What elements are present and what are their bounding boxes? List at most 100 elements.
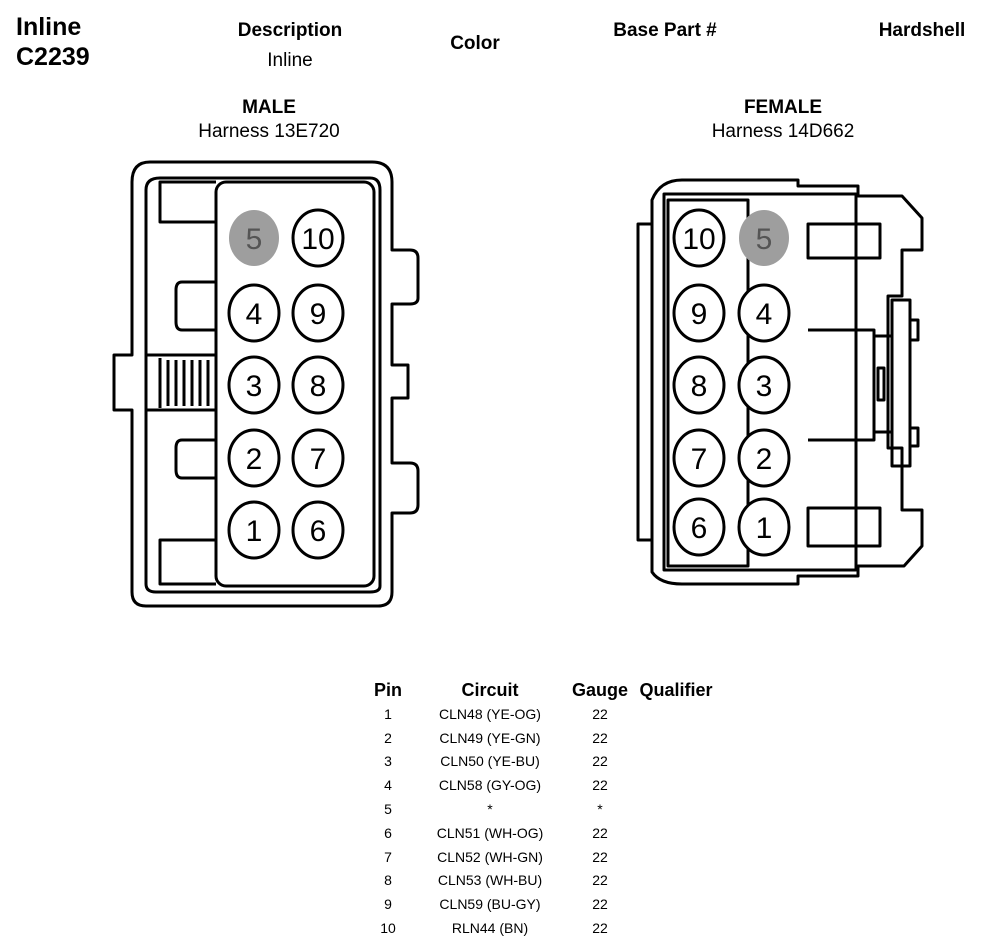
table-cell-gauge: 22 <box>592 705 608 722</box>
pin-number: 4 <box>756 298 773 331</box>
pin-circle <box>291 500 345 560</box>
female-connector-shell <box>636 178 924 586</box>
table-cell-gauge: 22 <box>592 729 608 746</box>
table-row: 9 CLN59 (BU-GY) 22 <box>364 892 720 916</box>
pin-number: 8 <box>310 370 327 403</box>
table-cell-pin: 7 <box>384 848 392 865</box>
pin-number: 5 <box>246 223 263 256</box>
table-row: 10 RLN44 (BN) 22 <box>364 916 720 940</box>
female-pins: 10 5 9 4 8 3 7 2 6 1 <box>672 208 791 557</box>
table-cell-gauge: 22 <box>592 872 608 889</box>
pin-number: 2 <box>246 443 263 476</box>
pin-number: 9 <box>691 298 708 331</box>
table-cell-gauge: 22 <box>592 896 608 913</box>
description-label: Description <box>237 20 343 41</box>
gauge-header: Gauge <box>572 679 629 700</box>
pin-circle <box>672 428 726 488</box>
table-cell-qualifier <box>632 869 720 893</box>
pin-circle <box>737 428 791 488</box>
male-connector-shell <box>112 160 420 608</box>
table-row: 4 CLN58 (GY-OG) 22 <box>364 773 720 797</box>
table-cell-gauge: 22 <box>592 824 608 841</box>
table-cell-pin: 10 <box>380 920 396 937</box>
table-cell-circuit: CLN58 (GY-OG) <box>438 777 542 794</box>
pin-number: 2 <box>756 443 773 476</box>
pin-circle <box>291 283 345 343</box>
pin-circle <box>291 428 345 488</box>
pin-number: 7 <box>310 443 327 476</box>
table-cell-pin: 8 <box>384 872 392 889</box>
pin-circle <box>739 210 789 266</box>
pin-number: 1 <box>756 512 773 545</box>
pin-circle <box>229 210 279 266</box>
table-cell-circuit: CLN50 (YE-BU) <box>440 753 540 770</box>
pin-circle <box>672 283 726 343</box>
table-cell-gauge: 22 <box>592 753 608 770</box>
table-cell-gauge: 22 <box>592 777 608 794</box>
color-label: Color <box>450 33 500 54</box>
table-row: 8 CLN53 (WH-BU) 22 <box>364 869 720 893</box>
hardshell-label: Hardshell <box>878 20 966 41</box>
male-connector: 5 10 4 9 3 8 2 7 1 6 10 5 9 4 8 3 7 2 6 1 <box>112 160 924 608</box>
table-cell-circuit: RLN44 (BN) <box>451 920 529 937</box>
male-harness: Harness 13E720 <box>198 121 340 142</box>
table-cell-qualifier <box>632 892 720 916</box>
connector-type: Inline <box>16 13 82 41</box>
pin-number: 4 <box>246 298 263 331</box>
table-cell-circuit: CLN49 (YE-GN) <box>439 729 541 746</box>
pin-number: 6 <box>691 512 708 545</box>
table-cell-qualifier <box>632 916 720 940</box>
pin-circle <box>227 355 281 415</box>
connector-id-block: Inline C2239 <box>16 12 90 72</box>
table-cell-circuit: CLN53 (WH-BU) <box>437 872 543 889</box>
pin-number: 10 <box>301 223 334 256</box>
table-cell-circuit: CLN51 (WH-OG) <box>436 824 544 841</box>
pin-header: Pin <box>373 679 402 700</box>
base-part-label: Base Part # <box>613 20 717 41</box>
table-cell-circuit: CLN52 (WH-GN) <box>437 848 543 865</box>
table-cell-pin: 4 <box>384 777 392 794</box>
pin-number: 3 <box>246 370 263 403</box>
pin-number: 5 <box>756 223 773 256</box>
table-cell-gauge: * <box>597 801 603 818</box>
table-cell-qualifier <box>632 797 720 821</box>
table-cell-pin: 6 <box>384 824 392 841</box>
pin-circle <box>227 500 281 560</box>
circuit-header: Circuit <box>461 679 519 700</box>
table-cell-qualifier <box>632 845 720 869</box>
connector-id: C2239 <box>16 43 90 71</box>
table-cell-pin: 1 <box>384 705 392 722</box>
table-cell-circuit: CLN48 (YE-OG) <box>439 705 541 722</box>
table-cell-circuit: CLN59 (BU-GY) <box>439 896 541 913</box>
male-title: MALE <box>242 97 296 118</box>
female-title: FEMALE <box>743 97 823 118</box>
table-cell-pin: 3 <box>384 753 392 770</box>
pin-circle <box>737 283 791 343</box>
table-cell-qualifier <box>632 750 720 774</box>
table-row: 6 CLN51 (WH-OG) 22 <box>364 821 720 845</box>
pin-number: 1 <box>246 515 263 548</box>
pin-number: 8 <box>691 370 708 403</box>
pin-number: 6 <box>310 515 327 548</box>
pin-number: 3 <box>756 370 773 403</box>
pin-number: 10 <box>682 223 715 256</box>
table-cell-gauge: 22 <box>592 848 608 865</box>
pin-circle <box>672 355 726 415</box>
pin-circle <box>737 355 791 415</box>
pin-number: 7 <box>691 443 708 476</box>
table-cell-pin: 5 <box>384 801 392 818</box>
table-cell-pin: 9 <box>384 896 392 913</box>
pin-circle <box>291 355 345 415</box>
pin-circle <box>227 428 281 488</box>
table-row: 3 CLN50 (YE-BU) 22 <box>364 750 720 774</box>
pin-circle <box>227 283 281 343</box>
table-cell-qualifier <box>632 726 720 750</box>
table-cell-pin: 2 <box>384 729 392 746</box>
table-cell-gauge: 22 <box>592 920 608 937</box>
table-row: 1 CLN48 (YE-OG) 22 <box>364 702 720 726</box>
female-harness: Harness 14D662 <box>711 121 855 142</box>
pin-circle <box>672 208 726 268</box>
pin-circle <box>291 208 345 268</box>
